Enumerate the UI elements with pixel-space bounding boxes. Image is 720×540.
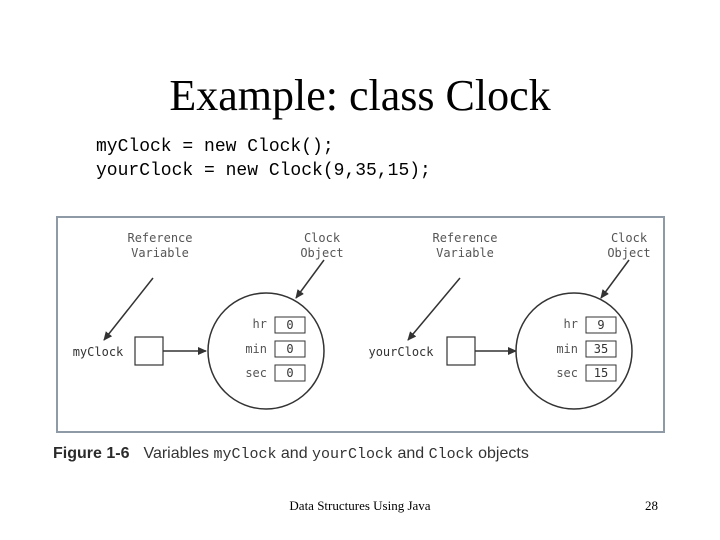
- left-field-name: sec: [245, 366, 267, 380]
- left-field-name: min: [245, 342, 267, 356]
- right-field-value: 9: [597, 318, 604, 332]
- left-field-value: 0: [286, 318, 293, 332]
- right-field-value: 35: [594, 342, 608, 356]
- left-obj-label-1: Clock: [304, 231, 341, 245]
- right-ref-pointer: [407, 277, 461, 341]
- left-obj-label-2: Object: [300, 246, 343, 260]
- left-field-name: hr: [253, 317, 267, 331]
- left-ref-label-2: Variable: [131, 246, 189, 260]
- footer-title: Data Structures Using Java: [289, 498, 431, 513]
- right-ref-label-2: Variable: [436, 246, 494, 260]
- right-field-box: [585, 364, 617, 382]
- caption-text: Variables: [143, 445, 214, 462]
- slide-title: Example: class Clock: [169, 71, 551, 120]
- left-variable-name: myClock: [73, 345, 124, 359]
- left-field-value: 0: [286, 342, 293, 356]
- left-reference-box: [134, 336, 164, 366]
- caption-code: myClock: [213, 446, 277, 463]
- clock-diagram: Reference Variable Clock Object myClock …: [73, 231, 651, 410]
- right-field-box: [585, 316, 617, 334]
- left-ref-label-1: Reference: [127, 231, 192, 245]
- caption-text: and: [393, 445, 429, 462]
- right-field-name: sec: [556, 366, 578, 380]
- left-ref-pointer: [103, 277, 154, 341]
- left-obj-pointer: [295, 259, 325, 299]
- caption-code: Clock: [428, 446, 474, 463]
- right-obj-label-1: Clock: [611, 231, 648, 245]
- right-reference-box: [446, 336, 476, 366]
- caption-text: objects: [473, 445, 529, 462]
- figure-caption: Figure 1-6 Variables myClock and yourCloc…: [53, 445, 529, 463]
- right-obj-label-2: Object: [607, 246, 650, 260]
- right-field-value: 15: [594, 366, 608, 380]
- right-ref-label-1: Reference: [432, 231, 497, 245]
- right-obj-pointer: [600, 259, 630, 299]
- right-variable-name: yourClock: [368, 345, 434, 359]
- code-line-2: yourClock = new Clock(9,35,15);: [96, 161, 431, 181]
- right-field-name: hr: [564, 317, 578, 331]
- left-field-box: [274, 364, 306, 382]
- left-field-box: [274, 316, 306, 334]
- left-field-value: 0: [286, 366, 293, 380]
- right-field-box: [585, 340, 617, 358]
- right-field-name: min: [556, 342, 578, 356]
- caption-code: yourClock: [312, 446, 394, 463]
- page-number: 28: [645, 498, 658, 513]
- left-field-box: [274, 340, 306, 358]
- caption-text: and: [276, 445, 313, 462]
- figure-label: Figure 1-6: [53, 445, 130, 462]
- code-line-1: myClock = new Clock();: [96, 137, 334, 157]
